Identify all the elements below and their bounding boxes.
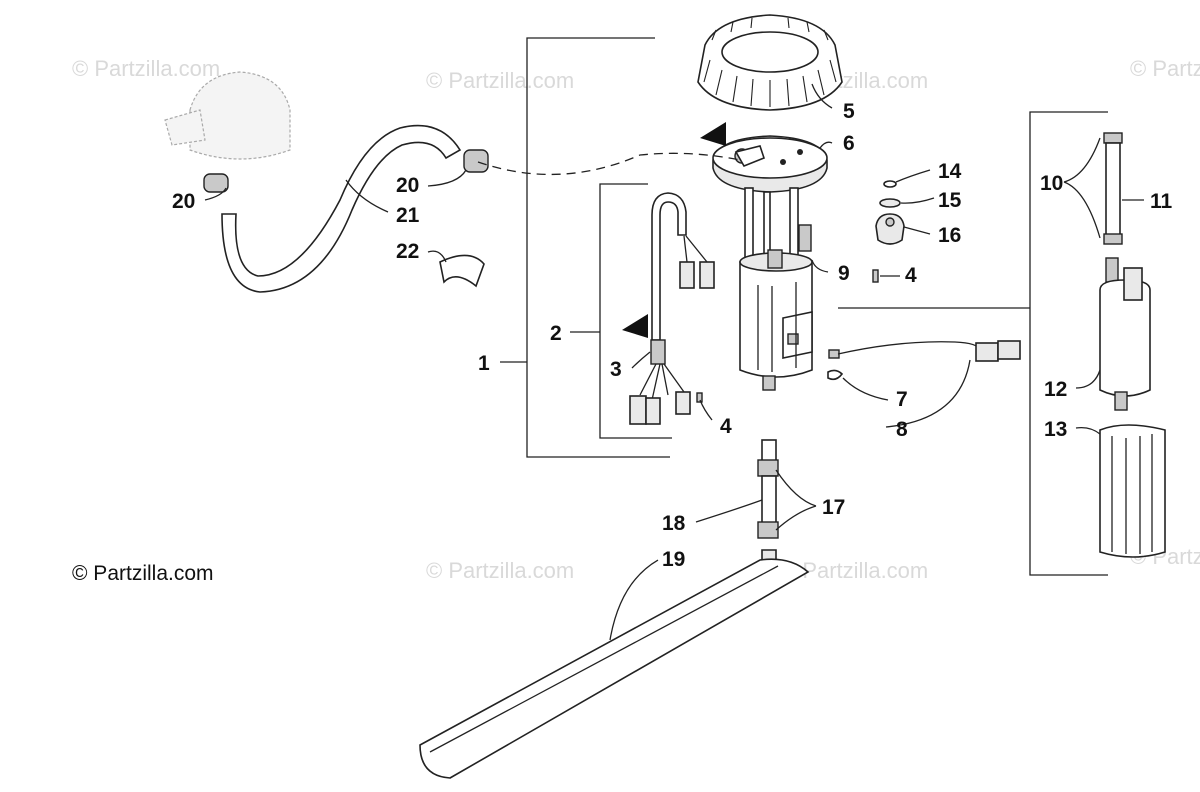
callout-22: 22 (396, 240, 419, 263)
pump-kit-parts (1099, 132, 1166, 558)
bracket-assembly-1 (526, 37, 670, 458)
watermark-layer: © Partzilla.com © Partzilla.com © Partzi… (72, 56, 1200, 583)
callout-5: 5 (843, 100, 855, 123)
callout-20: 20 (396, 174, 419, 197)
watermark: © Partzilla.com (72, 56, 220, 81)
bracket-pump-kit (1029, 111, 1108, 576)
callout-6: 6 (843, 132, 855, 155)
callout-1: 1 (478, 352, 490, 375)
callout-2: 2 (550, 322, 562, 345)
callout-19: 19 (662, 548, 685, 571)
callout-12: 12 (1044, 378, 1067, 401)
callout-18: 18 (662, 512, 686, 535)
callout-labels: 1 2 3 4 4 5 6 7 8 9 10 11 12 13 14 15 16… (172, 100, 1173, 571)
fuel-pump-assembly (712, 135, 828, 391)
vent-hose-parts (164, 71, 489, 293)
callout-16: 16 (938, 224, 961, 247)
watermark: © Partzilla.com (1130, 56, 1200, 81)
callout-8: 8 (896, 418, 908, 441)
sensor-wire-part (827, 340, 1021, 381)
arrow-marker (700, 122, 726, 146)
callout-4: 4 (905, 264, 917, 287)
lock-ring-part (697, 14, 843, 111)
pickup-tube-parts (419, 439, 810, 779)
callout-4: 4 (720, 415, 732, 438)
callout-13: 13 (1044, 418, 1067, 441)
callout-11: 11 (1150, 190, 1173, 213)
callout-7: 7 (896, 388, 908, 411)
leader-lines (204, 83, 1144, 641)
hose-route-line (477, 152, 741, 176)
callout-17: 17 (822, 496, 845, 519)
callout-9: 9 (838, 262, 850, 285)
assembly-brackets (526, 37, 1108, 576)
callout-20: 20 (172, 190, 195, 213)
arrow-marker (622, 314, 648, 338)
callout-15: 15 (938, 189, 962, 212)
callout-14: 14 (938, 160, 962, 183)
watermark: © Partzilla.com (426, 558, 574, 583)
callout-21: 21 (396, 204, 420, 227)
bracket-harness-2 (599, 183, 672, 439)
copyright-text: © Partzilla.com (72, 562, 214, 585)
regulator-parts (872, 180, 905, 283)
callout-3: 3 (610, 358, 622, 381)
watermark: © Partzilla.com (426, 68, 574, 93)
wiring-harness-part (629, 192, 715, 425)
callout-10: 10 (1040, 172, 1063, 195)
